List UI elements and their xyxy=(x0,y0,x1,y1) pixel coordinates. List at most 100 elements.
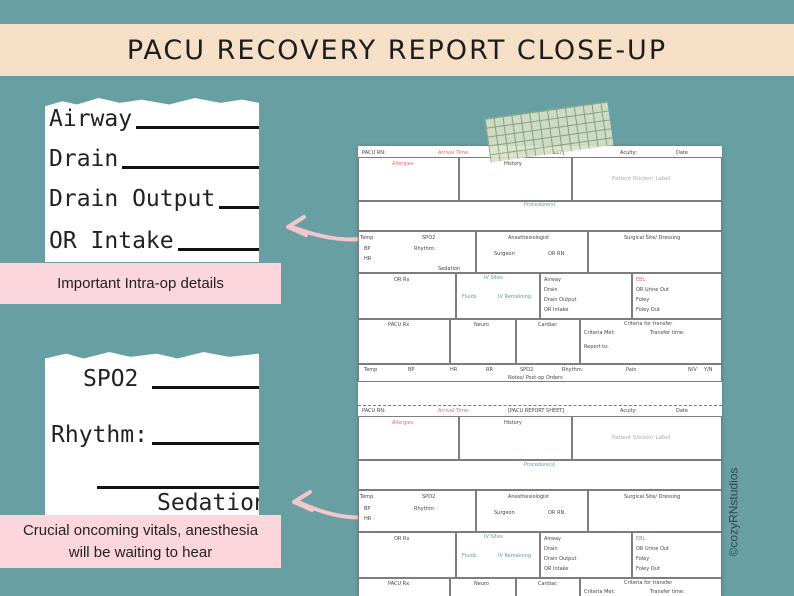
sheet2-iv-sites: IV Sites xyxy=(484,534,503,540)
sheet2-allergies: Allergies xyxy=(392,420,414,426)
sheet-acuity: Acuity: xyxy=(620,150,637,156)
sheet2-anesthesiologist: Anesthesiologist xyxy=(508,494,550,500)
zoom-row-drain-output: Drain Output xyxy=(49,186,259,212)
sheet2-or-urine-out: OR Urine Out xyxy=(636,546,670,552)
zoom-card-intraop: Airway Drain Drain Output OR Intake xyxy=(45,98,259,262)
sheet2-sticker-box xyxy=(572,416,722,460)
zoom-label-drain: Drain xyxy=(49,146,119,172)
sheet2-drain-output: Drain Output xyxy=(544,556,577,562)
zoom-row-drain: Drain xyxy=(49,146,259,172)
sheet2-surgical-site: Surgical Site/ Dressing xyxy=(624,494,681,500)
sheet2-neuro: Neuro xyxy=(474,581,489,587)
sheet2-hr: HR xyxy=(364,516,372,522)
sheet-cardiac-box xyxy=(516,319,580,364)
sheet2-foley-out: Foley Out xyxy=(636,566,660,572)
sheet-criteria-box xyxy=(580,319,722,364)
sheet2-spo2: SPO2 xyxy=(422,494,436,500)
sheet2-or-intake: OR Intake xyxy=(544,566,569,572)
sheet2-surgeon: Surgeon xyxy=(494,510,515,516)
sheet-strip-temp: Temp xyxy=(364,367,378,373)
banner-title: PACU RECOVERY REPORT CLOSE-UP xyxy=(126,34,668,66)
sheet2-cardiac: Cardiac xyxy=(538,581,557,587)
sheet2-airway-box xyxy=(540,532,632,578)
zoom-label-or-intake: OR Intake xyxy=(49,228,174,254)
sheet-vitals-strip xyxy=(358,364,722,382)
sheet-strip-rr: RR xyxy=(486,367,493,373)
zoom-row-or-intake: OR Intake xyxy=(49,228,259,254)
watermark-text: ©cozyRNstudios xyxy=(726,467,740,557)
sheet-strip-bp: BP xyxy=(408,367,415,373)
sheet2-rhythm: Rhythm: xyxy=(414,506,436,512)
sheet-iv-box xyxy=(456,273,540,319)
sheet-iv-remaining: IV Remaining xyxy=(498,294,532,300)
sheet2-neuro-box xyxy=(450,578,516,596)
sheet-sedation: Sedation xyxy=(438,266,461,272)
sheet2-vitals-box xyxy=(358,490,476,532)
zoom-label-spo2: SPO2 xyxy=(83,366,139,392)
zoom-label-drain-output: Drain Output xyxy=(49,186,216,212)
sheet-fluids: Fluids xyxy=(462,294,477,300)
sheet2-procedures-box xyxy=(358,460,722,490)
sheet-drain-output: Drain Output xyxy=(544,297,577,303)
sheet-ebl: EBL: xyxy=(636,277,648,283)
sheet-strip-nv: N/V xyxy=(688,367,697,373)
sheet-criteria-transfer: Criteria for transfer xyxy=(624,321,673,327)
sheet-surgeon: Surgeon xyxy=(494,251,515,257)
sheet2-drain: Drain xyxy=(544,546,558,552)
sheet2-pacu-rx-box xyxy=(358,578,450,596)
sheet2-patient-sticker: Patient Sticker/ Label xyxy=(612,435,671,441)
sheet2-criteria-met: Criteria Met: xyxy=(584,589,616,595)
sheet-allergies-box xyxy=(358,157,459,201)
sheet2-fluids: Fluids xyxy=(462,553,477,559)
sheet2-title: [PACU REPORT SHEET] xyxy=(508,408,565,414)
sheet2-bp: BP xyxy=(364,506,371,512)
watermark: ©cozyRNstudios xyxy=(722,452,744,572)
caption-vitals-text: Crucial oncoming vitals, anesthesia will… xyxy=(23,520,258,564)
sheet-anesthesiologist: Anesthesiologist xyxy=(508,235,550,241)
sheet-vitals-box xyxy=(358,231,476,273)
sheet-strip-pain: Pain xyxy=(626,367,637,373)
title-banner: PACU RECOVERY REPORT CLOSE-UP xyxy=(0,24,794,76)
zoom-label-airway: Airway xyxy=(49,106,133,132)
sheet2-history: History xyxy=(504,420,522,426)
sheet-spo2: SPO2 xyxy=(422,235,436,241)
zoom-label-rhythm: Rhythm: xyxy=(51,422,148,448)
sheet2-transfer-time: Transfer time: xyxy=(650,589,685,595)
caption-vitals-line2: will be waiting to hear xyxy=(68,543,213,561)
sheet2-criteria-transfer: Criteria for transfer xyxy=(624,580,673,586)
sheet-bp: BP xyxy=(364,246,371,252)
caption-intraop: Important Intra-op details xyxy=(0,263,281,304)
sheet-iv-sites: IV Sites xyxy=(484,275,503,281)
sheet-transfer-time: Transfer time: xyxy=(650,330,685,336)
sheet2-history-box xyxy=(459,416,572,460)
sheet-pacu-rx: PACU Rx xyxy=(388,322,410,328)
sheet2-ebl: EBL: xyxy=(636,536,648,542)
sheet-airway-box xyxy=(540,273,632,319)
zoom-divider-line xyxy=(97,486,259,489)
sheet2-iv-remaining: IV Remaining xyxy=(498,553,532,559)
sheet-foley-out: Foley Out xyxy=(636,307,660,313)
sheet-allergies: Allergies xyxy=(392,161,414,167)
sheet2-procedures: Procedure(s) xyxy=(524,462,556,468)
sheet-cut-line xyxy=(358,405,722,406)
zoom-row-sedation: Sedation xyxy=(157,490,259,516)
sheet-strip-spo2: SPO2 xyxy=(520,367,534,373)
sheet-procedures-box xyxy=(358,201,722,231)
sheet2-iv-box xyxy=(456,532,540,578)
sheet2-temp: Temp xyxy=(360,494,374,500)
sheet2-or-rx: OR Rx xyxy=(394,536,410,542)
sheet2-criteria-box xyxy=(580,578,722,596)
sheet-notes: Notes/ Post-op Orders xyxy=(508,375,563,381)
sheet-or-rx-box xyxy=(358,273,456,319)
sheet2-acuity: Acuity: xyxy=(620,408,637,414)
sheet-or-rn: OR RN xyxy=(548,251,565,257)
sheet2-allergies-box xyxy=(358,416,459,460)
sheet2-surgical-site-box xyxy=(588,490,722,532)
sheet-rhythm: Rhythm: xyxy=(414,246,436,252)
sheet-drain: Drain xyxy=(544,287,558,293)
sheet-procedures: Procedure(s) xyxy=(524,202,556,208)
caption-vitals-line1: Crucial oncoming vitals, anesthesia xyxy=(22,521,259,539)
sheet2-anesthesia-box xyxy=(476,490,588,532)
sheet2-cardiac-box xyxy=(516,578,580,596)
zoom-label-sedation: Sedation xyxy=(157,490,268,516)
